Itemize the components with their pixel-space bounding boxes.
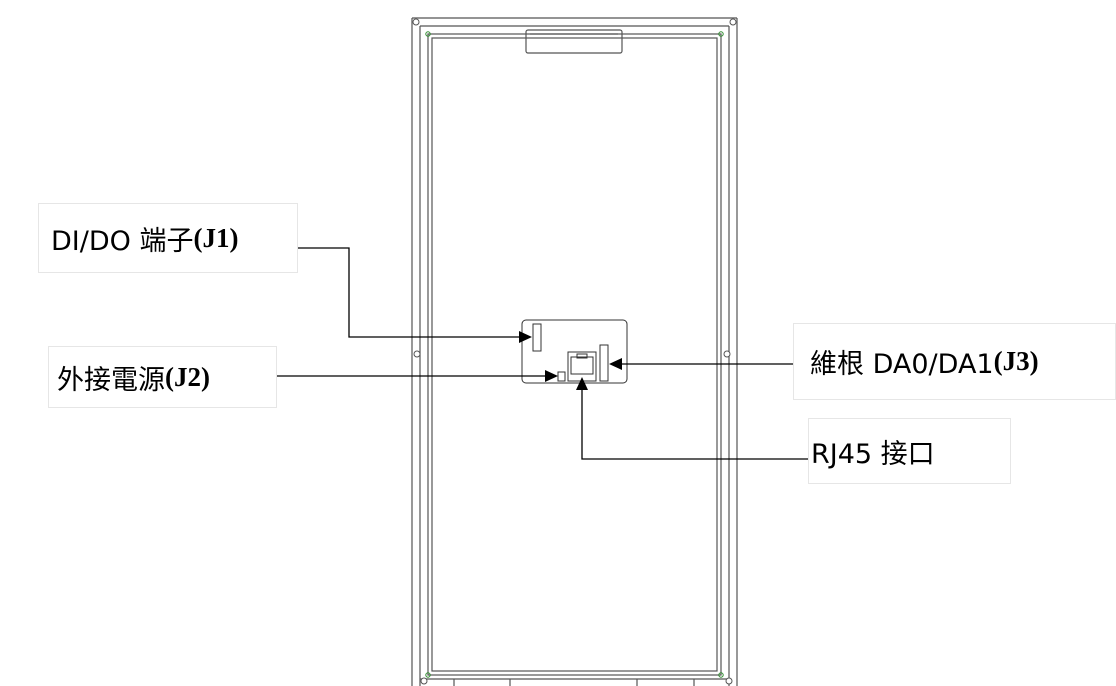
screw-hole-top-right	[729, 18, 737, 26]
arrow-j3	[609, 358, 622, 370]
callout-j1-line	[298, 247, 522, 338]
screw-hole-top-left	[412, 18, 420, 26]
label-j3-text: 維根 DA0/DA1	[810, 349, 994, 380]
label-rj45-port: RJ45 接口	[808, 418, 1011, 484]
label-j1-code: (J1)	[193, 222, 239, 253]
label-j3-code: (J3)	[993, 346, 1039, 376]
callout-lines	[277, 247, 808, 460]
screw-holes	[412, 18, 737, 685]
label-j1-di-do-terminal: DI/DO 端子(J1)	[38, 203, 298, 273]
screw-hole-mid-right	[723, 350, 731, 358]
screw-hole-mid-left	[413, 350, 421, 358]
callout-rj45-line	[581, 386, 808, 460]
arrow-rj45	[576, 377, 588, 390]
label-j3-wiegand: 維根 DA0/DA1(J3)	[793, 323, 1116, 400]
j2-connector	[557, 371, 566, 382]
label-rj45-text: RJ45 接口	[811, 438, 935, 470]
screw-hole-bottom-left	[420, 677, 428, 685]
arrow-j1	[519, 331, 532, 343]
rj45-connector	[567, 351, 597, 382]
arrow-j2	[545, 370, 558, 382]
label-j1-text: DI/DO 端子	[51, 225, 194, 257]
j3-connector	[599, 344, 609, 382]
label-j2-text: 外接電源	[57, 364, 165, 396]
j1-connector	[532, 323, 542, 352]
pcb-board	[521, 319, 628, 384]
label-j2-external-power: 外接電源(J2)	[48, 346, 277, 408]
callout-arrows	[519, 331, 622, 390]
corner-markers	[425, 31, 724, 678]
label-j2-code: (J2)	[165, 361, 210, 392]
screw-hole-bottom-right	[725, 677, 733, 685]
